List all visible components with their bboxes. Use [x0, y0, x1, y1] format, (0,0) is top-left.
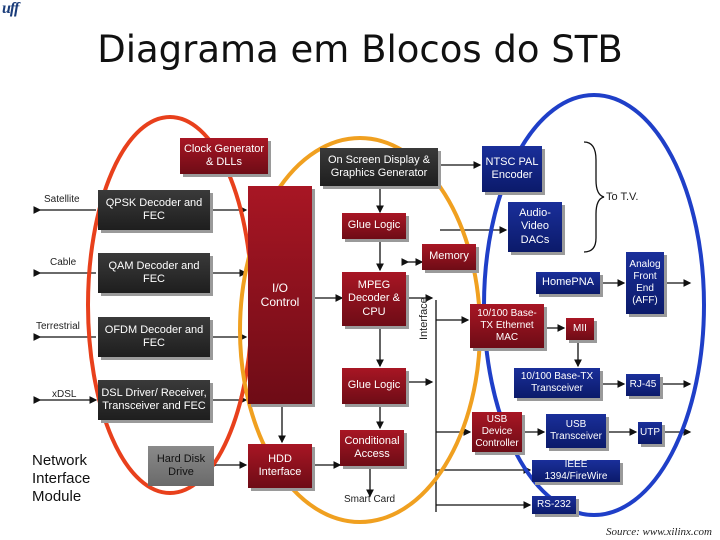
dsl-driver-block: DSL Driver/ Receiver, Transceiver and FE… [98, 380, 210, 420]
source-credit: Source: www.xilinx.com [605, 526, 712, 538]
qam-decoder-block: QAM Decoder and FEC [98, 253, 210, 293]
network-interface-module-label: Network Interface Module [32, 452, 91, 505]
cable-label: Cable [50, 257, 77, 268]
glue-logic-bottom-block: Glue Logic [342, 368, 406, 404]
clock-generator-block: Clock Generator & DLLs [180, 138, 268, 174]
audio-video-dacs-block: Audio-Video DACs [508, 202, 562, 252]
utp-block: UTP [638, 422, 662, 444]
homepna-block: HomePNA [536, 272, 600, 294]
ieee-1394-block: IEEE 1394/FireWire [532, 459, 620, 482]
io-control-block: I/O Control [248, 186, 312, 404]
slide-title: Diagrama em Blocos do STB [97, 28, 623, 71]
qpsk-decoder-block: QPSK Decoder and FEC [98, 190, 210, 230]
analog-front-end-block: Analog Front End (AFF) [626, 252, 664, 314]
xdsl-label: xDSL [52, 389, 77, 400]
memory-block: Memory [422, 244, 476, 270]
rj45-block: RJ-45 [626, 374, 660, 396]
mpeg-decoder-block: MPEG Decoder & CPU [342, 272, 406, 326]
hard-disk-drive-block: Hard Disk Drive [148, 446, 214, 486]
satellite-label: Satellite [44, 194, 80, 205]
osd-graphics-block: On Screen Display & Graphics Generator [320, 148, 438, 186]
rs232-block: RS-232 [532, 496, 576, 514]
to-tv-label: To T.V. [606, 191, 639, 203]
hdd-interface-block: HDD Interface [248, 444, 312, 488]
uff-logo: uff [2, 0, 19, 17]
usb-transceiver-block: USB Transceiver [546, 414, 606, 448]
mii-block: MII [566, 318, 594, 340]
terrestrial-label: Terrestrial [36, 321, 80, 332]
glue-logic-top-block: Glue Logic [342, 213, 406, 239]
ethernet-mac-block: 10/100 Base-TX Ethernet MAC [470, 304, 544, 348]
usb-device-controller-block: USB Device Controller [472, 412, 522, 452]
interface-label: Interface [418, 297, 430, 340]
ofdm-decoder-block: OFDM Decoder and FEC [98, 317, 210, 357]
transceiver-block: 10/100 Base-TX Transceiver [514, 368, 600, 398]
smart-card-label: Smart Card [344, 494, 396, 505]
ntsc-pal-encoder-block: NTSC PAL Encoder [482, 146, 542, 192]
conditional-access-block: Conditional Access [340, 430, 404, 466]
